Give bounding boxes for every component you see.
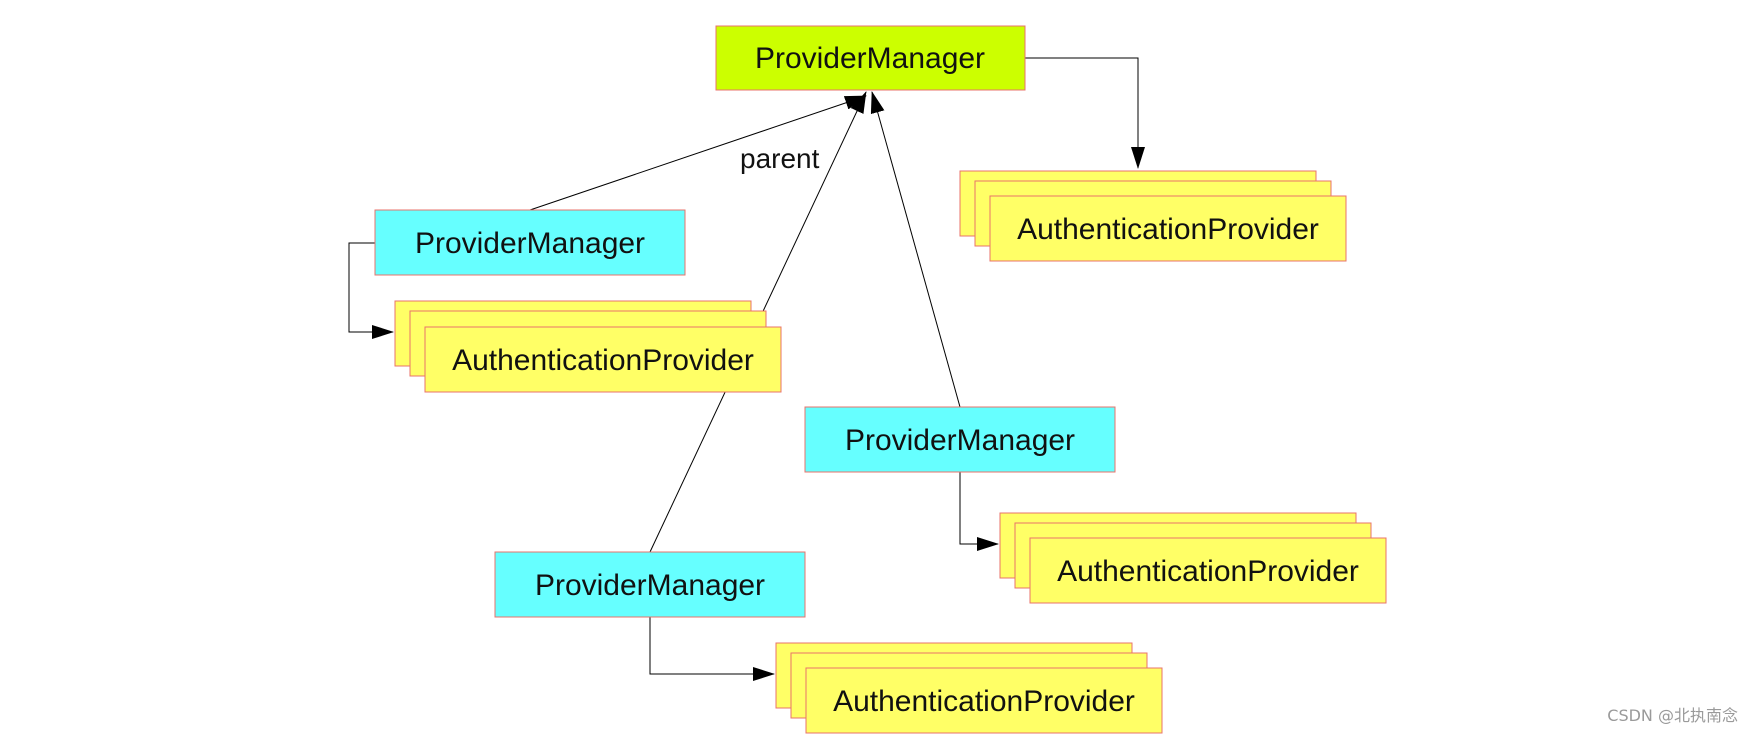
parent-edge-right: [870, 91, 961, 408]
child-provider-manager-left: ProviderManager: [374, 209, 686, 276]
provider-stack-front-box: [1029, 537, 1387, 604]
left-manager-to-providers-edge: [348, 242, 394, 339]
child-provider-manager-label: ProviderManager: [845, 424, 1075, 457]
provider-stack-bottom: AuthenticationProvider: [775, 642, 1163, 734]
bottom-manager-to-providers-edge: [649, 617, 775, 681]
child-provider-manager-box: [374, 209, 686, 276]
root-to-providers-edge: [1025, 57, 1145, 169]
child-provider-manager-bottom: ProviderManager: [494, 551, 806, 618]
root-provider-manager-box: [715, 25, 1026, 91]
provider-stack-left: AuthenticationProvider: [394, 300, 782, 393]
child-provider-manager-label: ProviderManager: [535, 569, 765, 602]
provider-stack-front-box: [424, 326, 782, 393]
edges: [348, 57, 1145, 681]
child-provider-manager-box: [494, 551, 806, 618]
provider-stack-label: AuthenticationProvider: [452, 344, 754, 377]
root-provider-manager-label: ProviderManager: [755, 42, 985, 75]
parent-edge-left: [529, 95, 867, 211]
provider-stack-front-box: [989, 195, 1347, 262]
provider-stack-label: AuthenticationProvider: [1057, 555, 1359, 588]
provider-stack-top-right: AuthenticationProvider: [959, 170, 1347, 262]
root-provider-manager: ProviderManager: [715, 25, 1026, 91]
parent-edge-label: parent: [740, 143, 820, 174]
watermark: CSDN @北执南念: [1607, 706, 1738, 725]
child-provider-manager-box: [804, 406, 1116, 473]
right-manager-to-providers-edge: [959, 471, 999, 551]
provider-stack-front-box: [805, 667, 1163, 734]
provider-stack-label: AuthenticationProvider: [833, 685, 1135, 718]
child-provider-manager-label: ProviderManager: [415, 227, 645, 260]
provider-stack-right: AuthenticationProvider: [999, 512, 1387, 604]
child-provider-manager-right: ProviderManager: [804, 406, 1116, 473]
provider-stack-label: AuthenticationProvider: [1017, 213, 1319, 246]
